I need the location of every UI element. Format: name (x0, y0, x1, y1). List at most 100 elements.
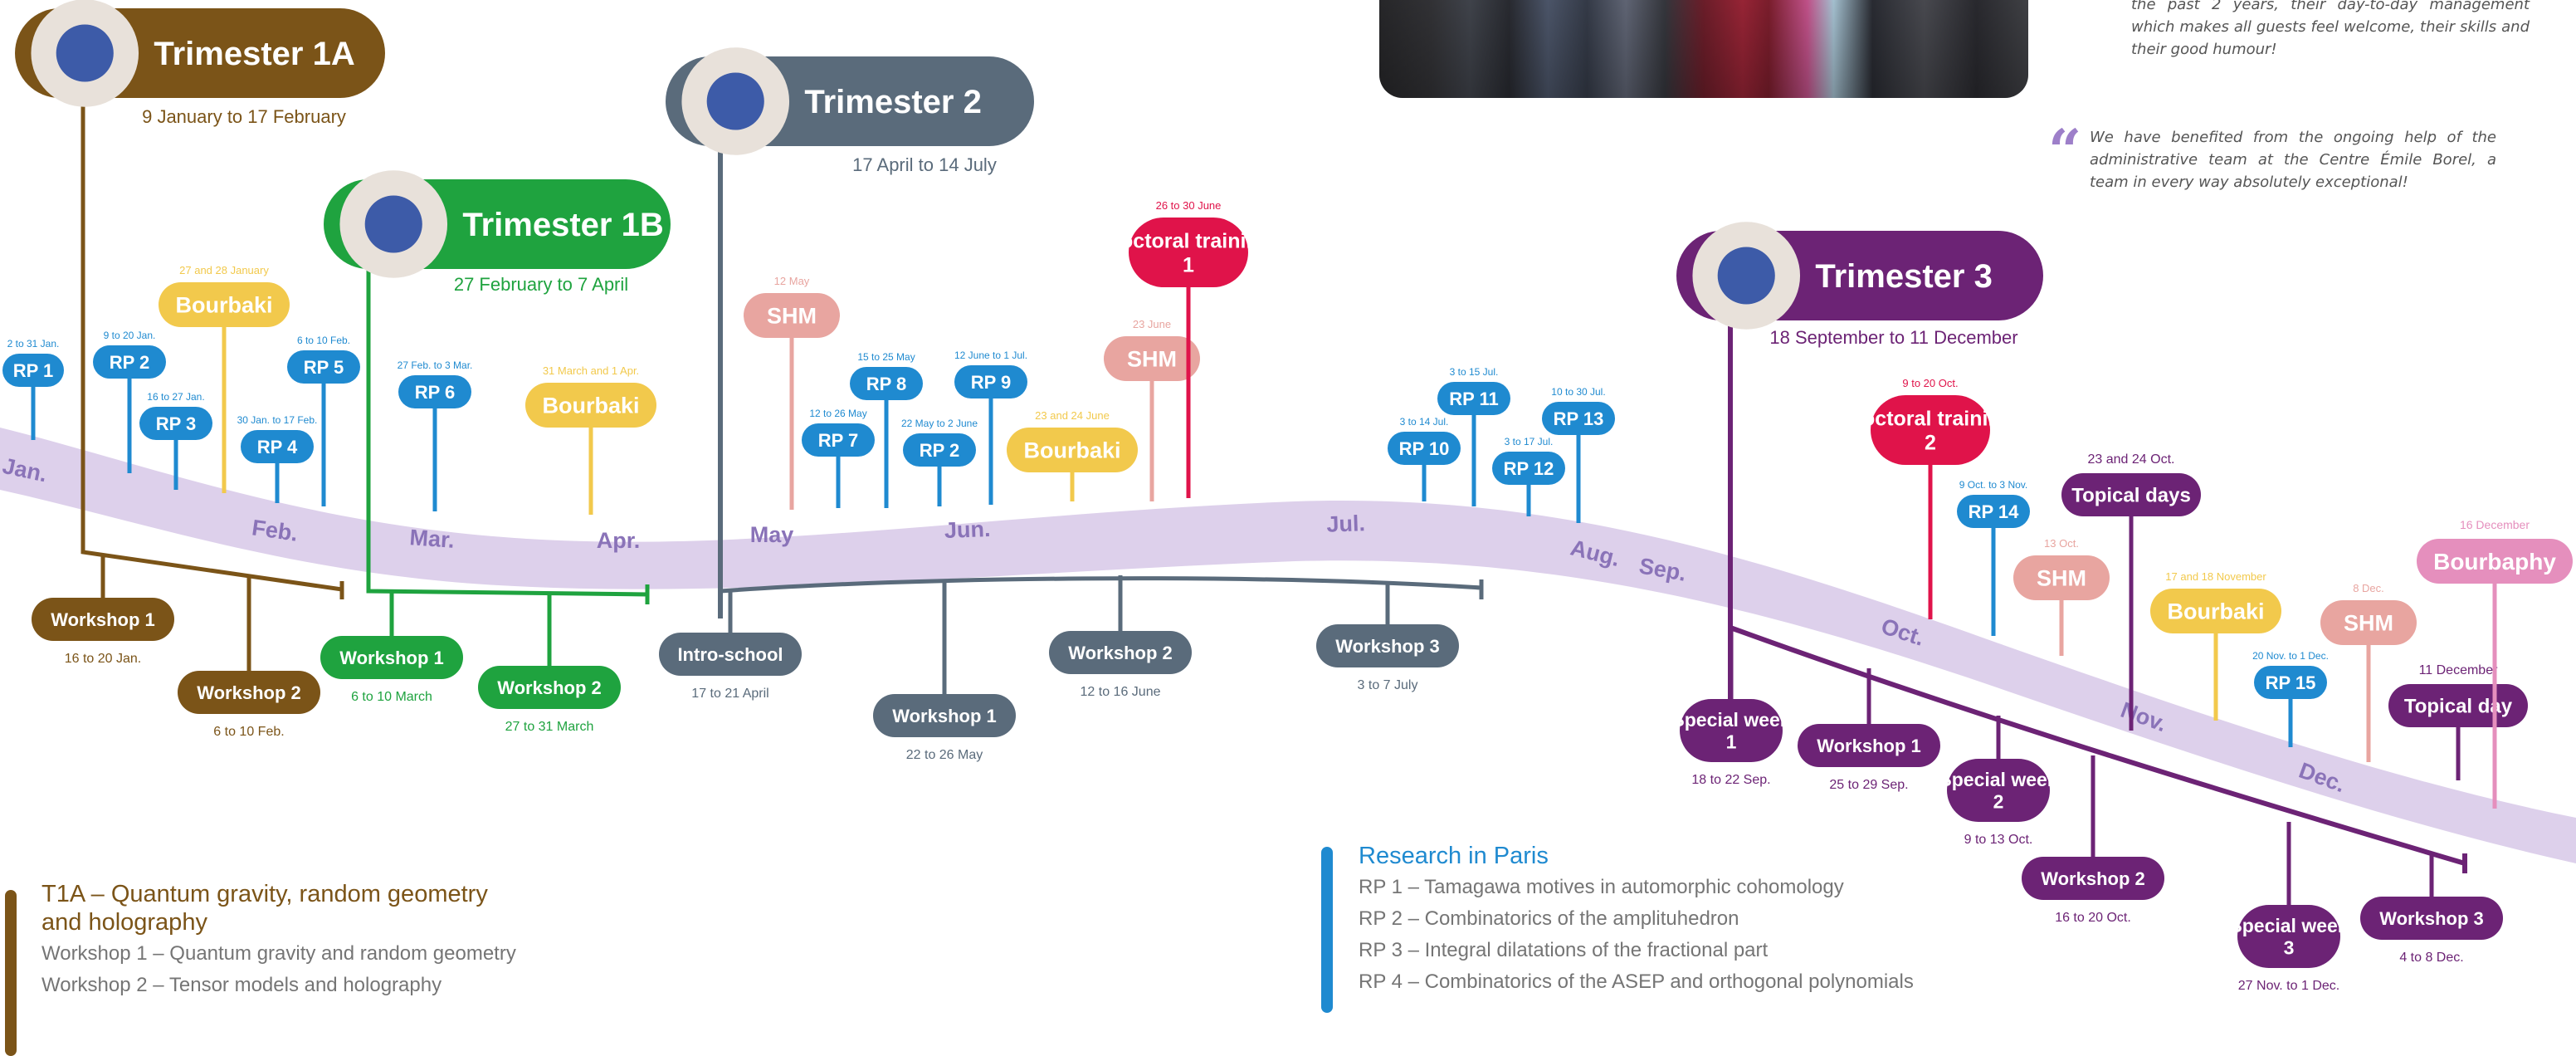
event-shm2[interactable]: SHM (1104, 336, 1200, 381)
event-rp7-date: 12 to 26 May (809, 408, 866, 419)
event-rp5[interactable]: RP 5 (287, 350, 360, 384)
quote-mark-icon: “ (2048, 116, 2082, 185)
trimester-t2-dates: 17 April to 14 July (852, 154, 997, 175)
event-shm4-shape (2320, 600, 2417, 645)
event-rp5-date: 6 to 10 Feb. (297, 335, 350, 346)
workshop-t1b_w1[interactable]: Workshop 1 (320, 636, 463, 679)
event-shm3[interactable]: SHM (2013, 555, 2110, 600)
workshop-t1a_w1-label: Workshop 1 (51, 609, 155, 630)
event-rp9-label: RP 9 (971, 372, 1012, 393)
event-bourbaki3-label: Bourbaki (1023, 438, 1120, 463)
event-shm1[interactable]: SHM (744, 293, 840, 338)
trimester-t1a-title: Trimester 1A (154, 36, 354, 72)
workshop-t3_sw2-label: Special week (1939, 769, 2057, 790)
workshop-t1a_w2-label: Workshop 2 (197, 682, 301, 703)
workshop-t3_w3[interactable]: Workshop 3 (2360, 897, 2503, 940)
event-bourbaki2-label: Bourbaki (542, 394, 639, 418)
event-shm4[interactable]: SHM (2320, 600, 2417, 645)
quote-2: We have benefited from the ongoing help … (2090, 129, 2496, 191)
event-rp7-shape (802, 423, 875, 457)
event-bourbaki1[interactable]: Bourbaki (159, 282, 290, 327)
workshop-t3_sw2-shape (1947, 759, 2050, 822)
event-rp3[interactable]: RP 3 (139, 407, 212, 440)
event-rp5-shape (287, 350, 360, 384)
workshop-t2_w1[interactable]: Workshop 1 (873, 694, 1016, 737)
event-rp10-date: 3 to 14 Jul. (1400, 416, 1449, 428)
event-topical_day[interactable]: Topical day (2388, 684, 2528, 727)
event-bourbaphy[interactable]: Bourbaphy (2417, 539, 2573, 584)
event-rp15[interactable]: RP 15 (2254, 666, 2327, 699)
workshop-t2_w2[interactable]: Workshop 2 (1049, 631, 1192, 674)
event-rp6[interactable]: RP 6 (398, 375, 471, 408)
workshop-t1a_w2-shape (178, 671, 320, 714)
month-label-jul: Jul. (1326, 511, 1366, 537)
event-rp2b[interactable]: RP 2 (903, 433, 976, 467)
workshop-t1a_w2-date: 6 to 10 Feb. (213, 725, 284, 739)
workshop-t3_sw3-date: 27 Nov. to 1 Dec. (2238, 979, 2339, 993)
workshop-t2_w1-date: 22 to 26 May (906, 748, 983, 762)
trimester-t2-header[interactable]: Trimester 2 (666, 47, 1034, 155)
event-rp15-label: RP 15 (2266, 672, 2316, 693)
event-rp1[interactable]: RP 1 (2, 354, 64, 387)
event-rp13[interactable]: RP 13 (1542, 402, 1615, 435)
month-label-jun: Jun. (944, 516, 991, 543)
bracket-t1b (366, 581, 650, 604)
event-rp6-shape (398, 375, 471, 408)
event-doctoral1-shape (1129, 218, 1248, 287)
timeline-band (0, 428, 2576, 863)
event-bourbaki3-shape (1007, 428, 1138, 472)
workshop-t3_w1-label: Workshop 1 (1817, 736, 1921, 756)
event-bourbaki3[interactable]: Bourbaki (1007, 428, 1138, 472)
event-shm2-shape (1104, 336, 1200, 381)
workshop-t2_w3[interactable]: Workshop 3 (1316, 624, 1459, 667)
group-photo (1379, 0, 2028, 98)
trimester-t1a-image-inner (56, 24, 114, 82)
event-rp15-shape (2254, 666, 2327, 699)
event-rp2a[interactable]: RP 2 (93, 345, 166, 379)
workshop-t3_w2[interactable]: Workshop 2 (2022, 857, 2164, 900)
event-shm3-label: SHM (2037, 566, 2086, 591)
event-bourbaki1-date: 27 and 28 January (179, 264, 269, 276)
workshop-t3_sw1-label: Special week (1671, 709, 1790, 731)
event-bourbaki4-shape (2150, 589, 2281, 633)
event-doctoral1-date: 26 to 30 June (1156, 199, 1222, 212)
bracket-t1a (80, 538, 344, 599)
event-rp12[interactable]: RP 12 (1492, 452, 1565, 485)
trimester-t1b-header[interactable]: Trimester 1B (324, 170, 671, 278)
event-rp11-label: RP 11 (1449, 389, 1499, 409)
event-rp9[interactable]: RP 9 (954, 365, 1027, 398)
event-rp7[interactable]: RP 7 (802, 423, 875, 457)
event-rp1-shape (2, 354, 64, 387)
event-rp4[interactable]: RP 4 (241, 430, 314, 463)
trimester-t1a-header[interactable]: Trimester 1A (15, 0, 385, 107)
workshop-t1b_w1-label: Workshop 1 (339, 648, 444, 668)
event-doctoral1-label: 1 (1183, 253, 1194, 276)
event-rp14[interactable]: RP 14 (1957, 495, 2030, 528)
event-rp8[interactable]: RP 8 (850, 367, 923, 400)
event-rp11[interactable]: RP 11 (1437, 382, 1510, 415)
event-shm3-shape (2013, 555, 2110, 600)
event-topical_days-label: Topical days (2071, 485, 2191, 507)
event-rp14-shape (1957, 495, 2030, 528)
trimester-t3-dates: 18 September to 11 December (1769, 327, 2017, 348)
trimester-t3-header[interactable]: Trimester 3 (1676, 222, 2043, 330)
bracket-t2 (720, 576, 1484, 599)
event-topical_days[interactable]: Topical days (2061, 473, 2201, 516)
event-bourbaki4[interactable]: Bourbaki (2150, 589, 2281, 633)
workshop-t2_intro[interactable]: Intro-school (659, 633, 802, 676)
workshop-t3_w1[interactable]: Workshop 1 (1798, 724, 1940, 767)
workshop-t1b_w2[interactable]: Workshop 2 (478, 666, 621, 709)
workshop-t1a_w1[interactable]: Workshop 1 (32, 598, 174, 641)
event-shm4-label: SHM (2344, 611, 2393, 636)
event-rp10[interactable]: RP 10 (1388, 432, 1461, 465)
workshop-t1a_w2[interactable]: Workshop 2 (178, 671, 320, 714)
event-rp2a-label: RP 2 (110, 352, 150, 373)
event-bourbaki2[interactable]: Bourbaki (525, 383, 656, 428)
event-rp13-shape (1542, 402, 1615, 435)
event-rp13-label: RP 13 (1554, 408, 1604, 429)
